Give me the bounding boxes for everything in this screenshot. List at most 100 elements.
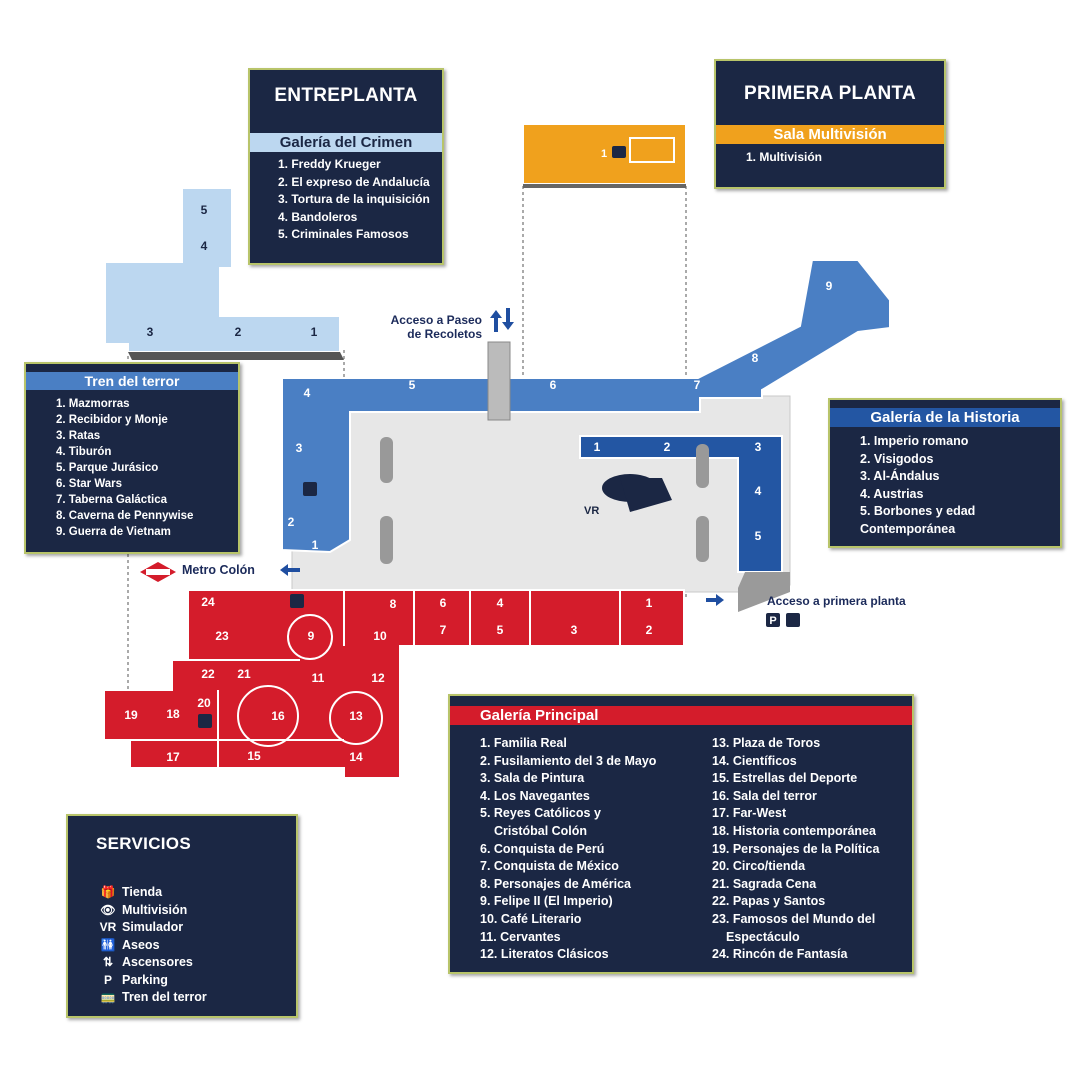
list-item: P Parking bbox=[98, 972, 296, 990]
list-item: 19. Personajes de la Política bbox=[712, 841, 880, 856]
list-item: 9. Felipe II (El Imperio) bbox=[480, 894, 613, 909]
list-item: 2. El expreso de Andalucía bbox=[278, 174, 430, 189]
metro-label: Metro Colón bbox=[182, 563, 255, 577]
list-item: 8. Caverna de Pennywise bbox=[56, 510, 194, 522]
list-item: 3. Tortura de la inquisición bbox=[278, 192, 430, 206]
principal-panel: Galería Principal 1. Familia Real 2. Fus… bbox=[448, 694, 914, 974]
tren-terror-header: Tren del terror bbox=[26, 372, 238, 390]
entreplanta-title: ENTREPLANTA bbox=[274, 85, 418, 106]
room-number: 9 bbox=[826, 279, 833, 293]
entreplanta-list: 1. Freddy Krueger 2. El expreso de Andal… bbox=[250, 152, 442, 244]
primera-planta-list: 1. Multivisión bbox=[716, 144, 944, 167]
list-item: 15. Estrellas del Deporte bbox=[712, 771, 858, 786]
list-item: 1. Imperio romano bbox=[860, 434, 969, 448]
room-number: 5 bbox=[201, 203, 208, 217]
restroom-icon-principal bbox=[290, 594, 304, 608]
room-number: 4 bbox=[201, 239, 208, 253]
room-number: 6 bbox=[550, 378, 557, 392]
room-number: 10 bbox=[373, 629, 387, 643]
room-number: 22 bbox=[201, 667, 215, 681]
servicio-label: Tienda bbox=[122, 885, 163, 899]
list-item: 23. Famosos del Mundo del bbox=[712, 911, 876, 926]
list-item: 1. Familia Real bbox=[480, 736, 567, 750]
list-item: 2. Fusilamiento del 3 de Mayo bbox=[480, 753, 657, 768]
list-item: Cristóbal Colón bbox=[494, 823, 588, 838]
list-item: 20. Circo/tienda bbox=[712, 859, 806, 874]
room-number: 6 bbox=[440, 596, 447, 610]
tren-terror-area bbox=[281, 259, 891, 554]
acceso-primera-label: Acceso a primera planta bbox=[767, 594, 906, 608]
list-item: 12. Literatos Clásicos bbox=[480, 947, 609, 962]
room-number: 16 bbox=[271, 709, 285, 723]
list-item: 22. Papas y Santos bbox=[712, 894, 826, 909]
room-number: 5 bbox=[497, 623, 504, 637]
list-item: 24. Rincón de Fantasía bbox=[712, 947, 848, 962]
room-number: 13 bbox=[349, 709, 363, 723]
list-item: 4. Bandoleros bbox=[278, 209, 358, 224]
room-number: 4 bbox=[497, 596, 504, 610]
list-item: 2. Recibidor y Monje bbox=[56, 414, 168, 426]
principal-area bbox=[103, 589, 685, 779]
list-item: 5. Criminales Famosos bbox=[278, 227, 409, 241]
room-number: 1 bbox=[311, 325, 318, 339]
historia-panel: Galería de la Historia 1. Imperio romano… bbox=[828, 398, 1062, 548]
list-item: 5. Borbones y edad Contemporánea bbox=[860, 504, 976, 536]
room-number: 23 bbox=[215, 629, 229, 643]
room-number: 1 bbox=[312, 538, 319, 552]
room-number: 11 bbox=[312, 671, 325, 685]
vr-map-label: VR bbox=[584, 505, 600, 517]
room-number: 2 bbox=[646, 623, 653, 637]
list-item: 13. Plaza de Toros bbox=[712, 736, 821, 750]
room-number: 2 bbox=[664, 440, 671, 454]
restroom-icon: 🚻 bbox=[100, 937, 116, 952]
list-item: 2. Visigodos bbox=[860, 451, 934, 466]
eye-icon-map bbox=[612, 146, 626, 158]
gift-icon: 🎁 bbox=[100, 885, 116, 899]
list-item: 14. Científicos bbox=[712, 753, 797, 768]
list-item: 🚻 Aseos bbox=[98, 937, 296, 955]
acceso-recoletos-line1: Acceso a Paseo bbox=[390, 313, 482, 327]
servicio-label: Aseos bbox=[122, 937, 160, 952]
list-item: 16. Sala del terror bbox=[712, 788, 817, 803]
servicio-label: Parking bbox=[122, 972, 168, 987]
list-item: 1. Multivisión bbox=[746, 150, 823, 164]
servicio-label: Simulador bbox=[122, 920, 184, 934]
restroom-map-icon bbox=[786, 613, 800, 627]
room-number: 9 bbox=[308, 629, 315, 643]
tren-terror-panel: Tren del terror 1. Mazmorras 2. Recibido… bbox=[24, 362, 240, 554]
list-item: 👁 Multivisión bbox=[98, 902, 296, 920]
list-item: 1. Mazmorras bbox=[56, 398, 130, 410]
room-number: 14 bbox=[349, 750, 363, 764]
vr-icon: VR bbox=[99, 920, 117, 934]
arrows bbox=[280, 308, 724, 606]
entreplanta-panel: ENTREPLANTA Galería del Crimen 1. Freddy… bbox=[248, 68, 444, 265]
room-number: 3 bbox=[755, 440, 762, 454]
room-number: 3 bbox=[571, 623, 578, 637]
eye-icon: 👁 bbox=[100, 902, 116, 917]
list-item: 4. Tiburón bbox=[56, 446, 112, 458]
room-number: 3 bbox=[296, 441, 303, 455]
room-number: 5 bbox=[755, 529, 762, 543]
room-number: 7 bbox=[440, 623, 447, 637]
parking-icon: P bbox=[103, 972, 112, 987]
tren-terror-list: 1. Mazmorras 2. Recibidor y Monje 3. Rat… bbox=[26, 390, 238, 540]
train-icon: 🚃 bbox=[100, 990, 116, 1004]
list-item: 17. Far-West bbox=[712, 806, 787, 821]
galeria-principal-header: Galería Principal bbox=[450, 706, 912, 725]
gift-icon-principal bbox=[198, 714, 212, 728]
room-number: 1 bbox=[601, 148, 607, 160]
list-item: ⇅Ascensores bbox=[98, 954, 296, 972]
servicios-title: SERVICIOS bbox=[96, 834, 191, 853]
sala-multivision-header: Sala Multivisión bbox=[716, 125, 944, 144]
principal-list-col2: 13. Plaza de Toros 14. Científicos 15. E… bbox=[712, 735, 912, 964]
vr-simulator-shape bbox=[602, 474, 672, 512]
room-number: 4 bbox=[304, 386, 311, 400]
room-number: 8 bbox=[752, 351, 759, 365]
galeria-crimen-header: Galería del Crimen bbox=[250, 133, 442, 152]
list-item: 🚃Tren del terror bbox=[98, 989, 296, 1007]
acceso-recoletos-line2: de Recoletos bbox=[407, 327, 482, 341]
room-number: 2 bbox=[235, 325, 242, 339]
list-item: 7. Taberna Galáctica bbox=[56, 494, 168, 506]
servicio-label: Multivisión bbox=[122, 902, 188, 917]
